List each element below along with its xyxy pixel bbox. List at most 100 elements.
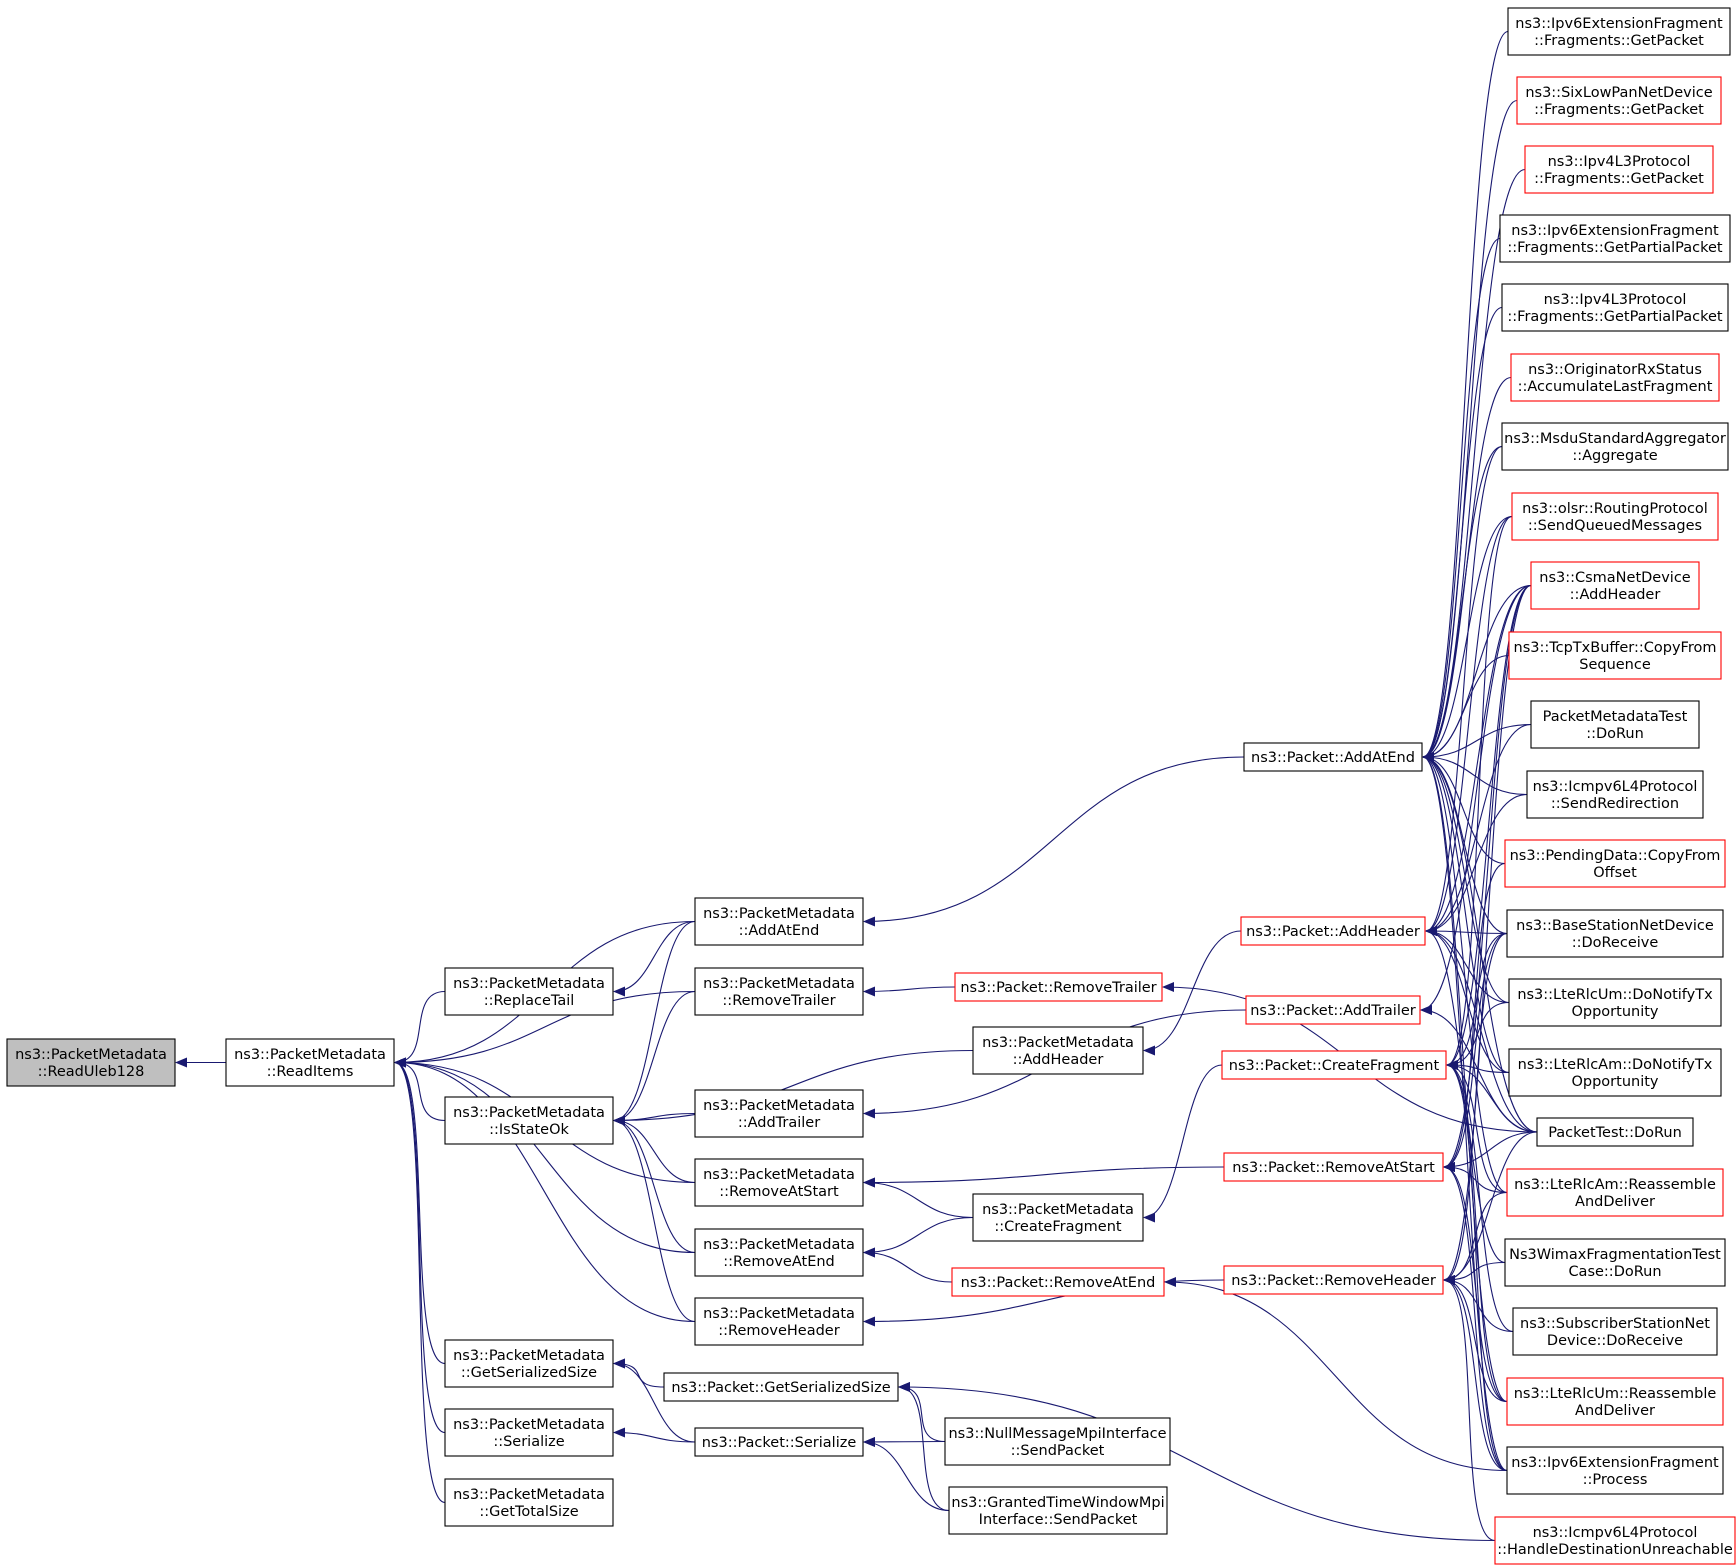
- pm-addheader-node-label: ns3::PacketMetadata: [982, 1035, 1134, 1051]
- isstateok-node[interactable]: ns3::PacketMetadata::IsStateOk: [444, 1096, 614, 1145]
- pm-createfragment-node-box: [972, 1193, 1144, 1242]
- lterlcam-reassembleanddeliver-node-box: [1506, 1168, 1724, 1217]
- pm-createfragment-node[interactable]: ns3::PacketMetadata::CreateFragment: [972, 1193, 1144, 1242]
- isstateok-node-label: ns3::PacketMetadata: [453, 1105, 605, 1121]
- basestationnetdevice-doreceive-node[interactable]: ns3::BaseStationNetDevice::DoReceive: [1506, 909, 1724, 958]
- grantedtimewindowmpi-sendpacket-node-box: [948, 1486, 1168, 1535]
- packet-getserializedsize-node[interactable]: ns3::Packet::GetSerializedSize: [663, 1372, 899, 1402]
- call-edge-pm-addatend-node-from-packet-addatend-node: [863, 756, 1245, 927]
- originatorrxstatus-node-label: ns3::OriginatorRxStatus: [1528, 362, 1702, 378]
- call-edge-pm-createfragment-node-from-packet-createfragment-node: [1143, 1064, 1223, 1223]
- pm-serialize-node[interactable]: ns3::PacketMetadata::Serialize: [444, 1408, 614, 1457]
- call-edge-readitems-node-from-pm-serialize-node: [394, 1057, 446, 1434]
- csmanetdevice-addheader-node-box: [1530, 561, 1700, 610]
- packet-removeheader-node[interactable]: ns3::Packet::RemoveHeader: [1223, 1265, 1444, 1295]
- icmpv6l4protocol-sendredirection-node-label: ns3::Icmpv6L4Protocol: [1533, 779, 1698, 795]
- pm-gettotalsize-node[interactable]: ns3::PacketMetadata::GetTotalSize: [444, 1478, 614, 1527]
- ipv4l3protocol-getpartialpacket-node-label: ::Fragments::GetPartialPacket: [1507, 309, 1723, 325]
- icmpv6l4protocol-sendredirection-node-label: ::SendRedirection: [1551, 796, 1679, 812]
- lterlcum-donotifytxopportunity-node-label: Opportunity: [1571, 1004, 1658, 1020]
- sixlowpan-getpacket-node-label: ::Fragments::GetPacket: [1534, 102, 1704, 118]
- call-edge-readitems-node-from-pm-getserializedsize-node: [394, 1057, 446, 1365]
- packet-serialize-node[interactable]: ns3::Packet::Serialize: [694, 1427, 864, 1457]
- ipv6extensionfragment-getpacket-node[interactable]: ns3::Ipv6ExtensionFragment::Fragments::G…: [1507, 7, 1731, 56]
- packet-removetrailer-node[interactable]: ns3::Packet::RemoveTrailer: [954, 972, 1163, 1002]
- icmpv6l4protocol-sendredirection-node[interactable]: ns3::Icmpv6L4Protocol::SendRedirection: [1526, 770, 1704, 819]
- icmpv6l4protocol-handledestinationunreachable-node-label: ns3::Icmpv6L4Protocol: [1533, 1525, 1698, 1541]
- olsr-sendqueuedmessages-node-box: [1511, 492, 1719, 541]
- packettest-dorun-node[interactable]: PacketTest::DoRun: [1536, 1117, 1694, 1147]
- call-edge-isstateok-node-from-pm-removetrailer-node: [613, 990, 696, 1126]
- ipv4l3protocol-getpacket-node-box: [1524, 145, 1714, 194]
- isstateok-node-box: [444, 1096, 614, 1145]
- grantedtimewindowmpi-sendpacket-node-label: Interface::SendPacket: [979, 1512, 1138, 1528]
- pm-getserializedsize-node-box: [444, 1339, 614, 1388]
- pm-addatend-node[interactable]: ns3::PacketMetadata::AddAtEnd: [694, 897, 864, 946]
- pm-removeatend-node[interactable]: ns3::PacketMetadata::RemoveAtEnd: [694, 1228, 864, 1277]
- subscriberstationnetdevice-doreceive-node[interactable]: ns3::SubscriberStationNetDevice::DoRecei…: [1512, 1307, 1718, 1356]
- call-edge-packet-addheader-node-from-packetmetadatatest-dorun-node: [1425, 723, 1532, 936]
- pm-gettotalsize-node-label: ns3::PacketMetadata: [453, 1487, 605, 1503]
- packet-addtrailer-node[interactable]: ns3::Packet::AddTrailer: [1245, 995, 1421, 1025]
- readuleb128-node[interactable]: ns3::PacketMetadata::ReadUleb128: [6, 1038, 176, 1087]
- packetmetadatatest-dorun-node[interactable]: PacketMetadataTest::DoRun: [1530, 700, 1700, 749]
- ns3wimaxfragmentationtestcase-node-label: Ns3WimaxFragmentationTest: [1509, 1247, 1721, 1263]
- pm-removeatstart-node[interactable]: ns3::PacketMetadata::RemoveAtStart: [694, 1158, 864, 1207]
- pm-addatend-node-label: ns3::PacketMetadata: [703, 906, 855, 922]
- isstateok-node-label: ::IsStateOk: [489, 1122, 569, 1138]
- msdustandardaggregator-node[interactable]: ns3::MsduStandardAggregator::Aggregate: [1501, 422, 1729, 471]
- readitems-node[interactable]: ns3::PacketMetadata::ReadItems: [225, 1038, 395, 1087]
- pendingdata-copyfromoffset-node-label: ns3::PendingData::CopyFrom: [1510, 848, 1721, 864]
- originatorrxstatus-node[interactable]: ns3::OriginatorRxStatus::AccumulateLastF…: [1510, 353, 1720, 402]
- nullmessagempi-sendpacket-node-label: ::SendPacket: [1011, 1443, 1105, 1459]
- ipv4l3protocol-getpacket-node[interactable]: ns3::Ipv4L3Protocol::Fragments::GetPacke…: [1524, 145, 1714, 194]
- pm-removeheader-node[interactable]: ns3::PacketMetadata::RemoveHeader: [694, 1297, 864, 1346]
- ipv4l3protocol-getpartialpacket-node[interactable]: ns3::Ipv4L3Protocol::Fragments::GetParti…: [1501, 283, 1729, 332]
- packet-removeatstart-node[interactable]: ns3::Packet::RemoveAtStart: [1223, 1152, 1444, 1182]
- packet-addatend-node[interactable]: ns3::Packet::AddAtEnd: [1243, 742, 1423, 772]
- call-edge-packet-addatend-node-from-packetmetadatatest-dorun-node: [1422, 723, 1532, 762]
- subscriberstationnetdevice-doreceive-node-label: Device::DoReceive: [1547, 1333, 1683, 1349]
- packet-addheader-node[interactable]: ns3::Packet::AddHeader: [1240, 916, 1426, 946]
- call-edge-packet-createfragment-node-from-lterlcam-reassembleanddeliver-node: [1446, 1060, 1508, 1194]
- call-edge-packet-serialize-node-from-grantedtimewindowmpi-sendpacket-node: [863, 1437, 950, 1512]
- pm-addheader-node[interactable]: ns3::PacketMetadata::AddHeader: [972, 1026, 1144, 1075]
- packet-createfragment-node[interactable]: ns3::Packet::CreateFragment: [1221, 1050, 1447, 1080]
- lterlcum-reassembleanddeliver-node-label: AndDeliver: [1575, 1403, 1655, 1419]
- replacetail-node[interactable]: ns3::PacketMetadata::ReplaceTail: [444, 967, 614, 1016]
- ipv6extensionfragment-getpacket-node-box: [1507, 7, 1731, 56]
- nullmessagempi-sendpacket-node[interactable]: ns3::NullMessageMpiInterface::SendPacket: [944, 1417, 1171, 1466]
- ipv6extensionfragment-process-node-box: [1506, 1446, 1724, 1495]
- call-edge-packet-removeatstart-node-from-basestationnetdevice-doreceive-node: [1443, 932, 1508, 1172]
- ipv6extensionfragment-getpartialpacket-node[interactable]: ns3::Ipv6ExtensionFragment::Fragments::G…: [1499, 214, 1731, 263]
- subscriberstationnetdevice-doreceive-node-label: ns3::SubscriberStationNet: [1520, 1316, 1710, 1332]
- pm-getserializedsize-node[interactable]: ns3::PacketMetadata::GetSerializedSize: [444, 1339, 614, 1388]
- call-edge-packet-addheader-node-from-lterlcam-donotifytxopportunity-node: [1425, 926, 1510, 1074]
- call-edge-pm-removeatend-node-from-pm-createfragment-node: [863, 1216, 974, 1258]
- call-edge-packet-removeheader-node-from-lterlcam-reassembleanddeliver-node: [1443, 1191, 1508, 1285]
- call-edge-packet-removeatstart-node-from-pendingdata-copyfromoffset-node: [1443, 862, 1506, 1172]
- ipv6extensionfragment-process-node[interactable]: ns3::Ipv6ExtensionFragment::Process: [1506, 1446, 1724, 1495]
- grantedtimewindowmpi-sendpacket-node[interactable]: ns3::GrantedTimeWindowMpiInterface::Send…: [948, 1486, 1168, 1535]
- sixlowpan-getpacket-node[interactable]: ns3::SixLowPanNetDevice::Fragments::GetP…: [1516, 76, 1722, 125]
- olsr-sendqueuedmessages-node[interactable]: ns3::olsr::RoutingProtocol::SendQueuedMe…: [1511, 492, 1719, 541]
- originatorrxstatus-node-label: ::AccumulateLastFragment: [1518, 379, 1713, 395]
- call-edge-packet-createfragment-node-from-basestationnetdevice-doreceive-node: [1446, 932, 1508, 1070]
- pm-addtrailer-node[interactable]: ns3::PacketMetadata::AddTrailer: [694, 1089, 864, 1138]
- call-edge-packet-addheader-node-from-ns3wimaxfragmentationtestcase-node: [1425, 926, 1506, 1264]
- icmpv6l4protocol-handledestinationunreachable-node[interactable]: ns3::Icmpv6L4Protocol::HandleDestination…: [1494, 1516, 1736, 1565]
- call-edge-pm-serialize-node-from-packet-serialize-node: [613, 1427, 696, 1443]
- pm-gettotalsize-node-label: ::GetTotalSize: [479, 1504, 578, 1520]
- pm-removetrailer-node[interactable]: ns3::PacketMetadata::RemoveTrailer: [694, 967, 864, 1016]
- lterlcum-reassembleanddeliver-node-label: ns3::LteRlcUm::Reassemble: [1514, 1386, 1717, 1402]
- packet-removeatend-node[interactable]: ns3::Packet::RemoveAtEnd: [951, 1267, 1165, 1297]
- csmanetdevice-addheader-node[interactable]: ns3::CsmaNetDevice::AddHeader: [1530, 561, 1700, 610]
- call-edge-pm-removetrailer-node-from-packet-removetrailer-node: [863, 986, 956, 997]
